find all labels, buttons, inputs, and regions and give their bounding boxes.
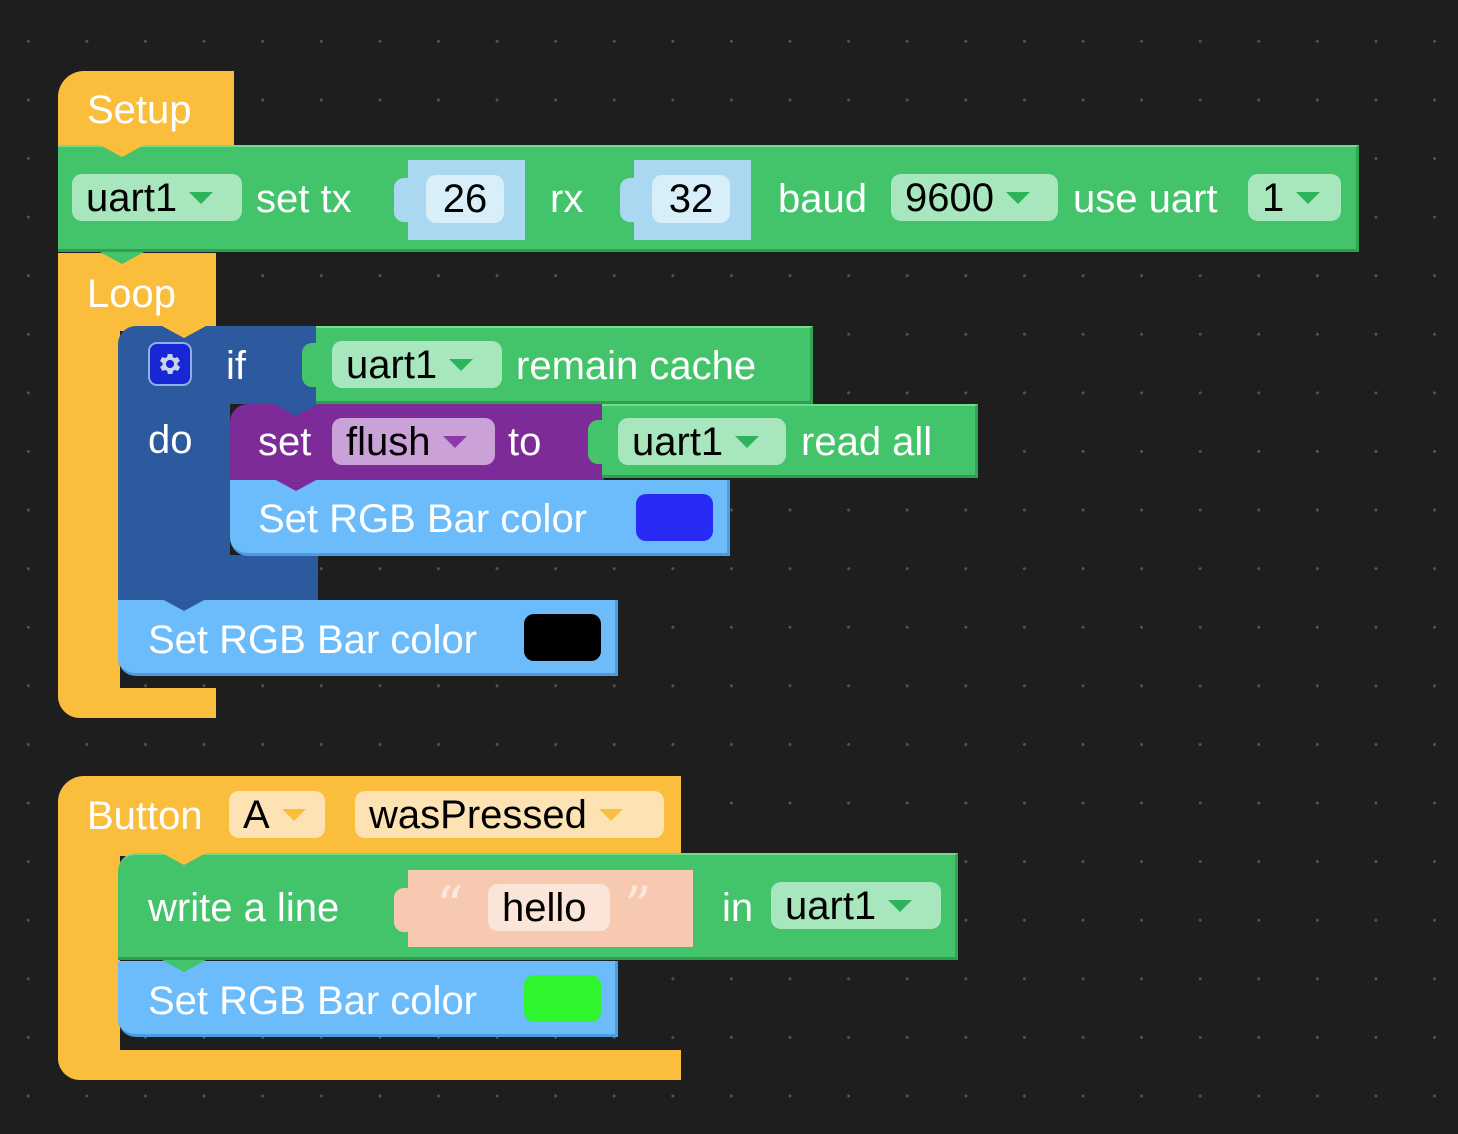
in-label: in (722, 886, 754, 930)
baud-dropdown[interactable]: 9600 (891, 174, 1058, 221)
set-tx-label: set tx (256, 177, 352, 221)
button-block-footer (58, 1050, 681, 1080)
rgb-button-notch (162, 960, 206, 972)
chevron-down-icon (888, 899, 913, 912)
rgb-loop-label: Set RGB Bar color (148, 618, 478, 662)
button-label: Button (87, 794, 203, 838)
loop-notch (100, 252, 144, 264)
open-quote-icon: “ (436, 875, 464, 938)
chevron-down-icon (189, 191, 214, 204)
setup-block[interactable] (58, 71, 234, 149)
color-swatch-green[interactable] (524, 975, 601, 1022)
read-all-label: read all (801, 420, 933, 464)
button-dropdown[interactable]: A (229, 791, 325, 838)
baud-label: baud (778, 177, 867, 221)
write-line-label: write a line (148, 886, 340, 930)
chevron-down-icon (598, 808, 623, 821)
gear-icon[interactable] (148, 342, 192, 386)
chevron-down-icon (735, 435, 760, 448)
condition-tab (302, 343, 316, 387)
uart-dropdown[interactable]: uart1 (72, 174, 242, 221)
loop-block-arm (58, 320, 120, 718)
rx-label: rx (550, 177, 584, 221)
rgb-inner-notch (274, 479, 318, 491)
read-all-uart-dropdown[interactable]: uart1 (618, 418, 786, 465)
event-dropdown[interactable]: wasPressed (355, 791, 664, 838)
chevron-down-icon (1005, 191, 1030, 204)
use-uart-label: use uart (1073, 177, 1218, 221)
text-tab (394, 888, 408, 932)
loop-label: Loop (87, 272, 176, 316)
loop-block-footer (58, 688, 216, 718)
read-all-tab (588, 420, 602, 464)
if-block-footer (118, 555, 318, 605)
setup-label: Setup (87, 88, 192, 132)
chevron-down-icon (449, 358, 474, 371)
loop-block[interactable] (58, 253, 216, 331)
tx-number-input[interactable]: 26 (426, 175, 504, 223)
to-label: to (508, 420, 542, 464)
rgb-loop-notch (162, 599, 206, 611)
remain-cache-label: remain cache (516, 344, 757, 388)
rgb-inner-label: Set RGB Bar color (258, 497, 588, 541)
rx-number-input[interactable]: 32 (652, 175, 730, 223)
setup-connector-notch (100, 145, 144, 157)
chevron-down-icon (442, 435, 467, 448)
write-line-uart-dropdown[interactable]: uart1 (771, 882, 941, 929)
if-notch (162, 326, 206, 338)
rx-slot-tab (620, 178, 634, 222)
condition-uart-dropdown[interactable]: uart1 (332, 341, 502, 388)
chevron-down-icon (1296, 191, 1321, 204)
text-input[interactable]: hello (488, 884, 610, 931)
uart-number-dropdown[interactable]: 1 (1248, 174, 1341, 221)
write-line-notch (162, 853, 206, 865)
color-swatch-blue[interactable] (636, 494, 713, 541)
tx-slot-tab (394, 178, 408, 222)
set-notch (274, 404, 318, 416)
button-block-arm (58, 850, 120, 1080)
rgb-button-label: Set RGB Bar color (148, 979, 478, 1023)
set-label: set (258, 420, 312, 464)
chevron-down-icon (281, 808, 306, 821)
close-quote-icon: ” (624, 875, 652, 938)
color-swatch-black[interactable] (524, 614, 601, 661)
variable-dropdown[interactable]: flush (332, 418, 495, 465)
do-label: do (148, 418, 193, 462)
if-label: if (226, 344, 246, 388)
